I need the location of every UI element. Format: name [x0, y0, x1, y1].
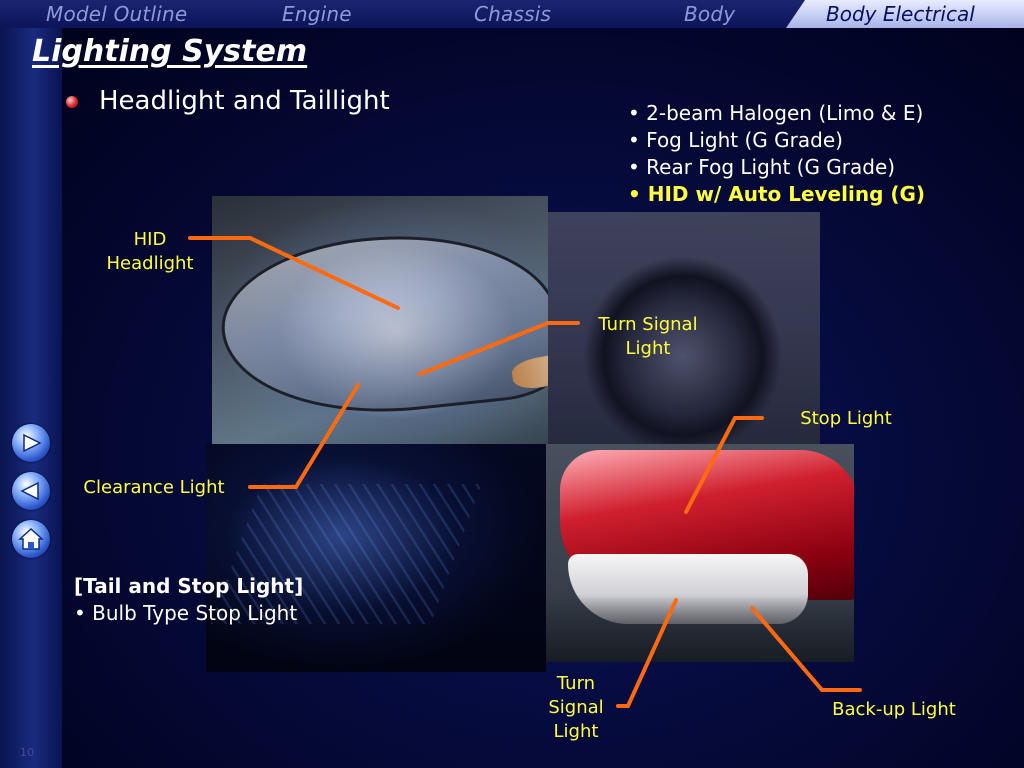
spec-item-highlight: • HID w/ Auto Leveling (G)	[628, 182, 926, 206]
page-title: Lighting System	[32, 34, 308, 69]
back-arrow-icon	[20, 481, 39, 501]
label-backup-light: Back-up Light	[832, 699, 956, 720]
spec-item: • 2-beam Halogen (Limo & E)	[628, 101, 924, 125]
spec-item: • Rear Fog Light (G Grade)	[628, 155, 896, 179]
taillight-photo	[546, 444, 854, 662]
circuit-board-image	[206, 444, 546, 672]
nav-engine[interactable]: Engine	[282, 2, 352, 26]
home-button[interactable]	[12, 520, 50, 558]
tail-section-heading: [Tail and Stop Light]	[74, 574, 304, 598]
label-clearance-light: Clearance Light	[83, 477, 225, 498]
next-arrow-icon	[23, 433, 42, 453]
bullet-ball-icon	[66, 96, 78, 108]
next-button[interactable]	[12, 424, 50, 462]
nav-body[interactable]: Body	[684, 2, 736, 26]
headlight-photo	[212, 196, 548, 444]
back-button[interactable]	[12, 472, 50, 510]
nav-chassis[interactable]: Chassis	[474, 2, 552, 26]
nav-body-electrical[interactable]: Body Electrical	[826, 2, 975, 26]
left-sidebar	[0, 0, 62, 768]
page-number: 10	[20, 746, 34, 759]
home-icon	[18, 527, 44, 550]
section-subtitle: Headlight and Taillight	[99, 86, 390, 116]
nav-model-outline[interactable]: Model Outline	[46, 2, 188, 26]
spec-list: • 2-beam Halogen (Limo & E) • Fog Light …	[628, 100, 925, 208]
label-stop-light: Stop Light	[800, 408, 892, 429]
nav-active-tab-bg	[786, 0, 1024, 28]
tail-section-bullet: • Bulb Type Stop Light	[74, 601, 298, 625]
car-wheel-image	[546, 212, 820, 444]
spec-item: • Fog Light (G Grade)	[628, 128, 843, 152]
